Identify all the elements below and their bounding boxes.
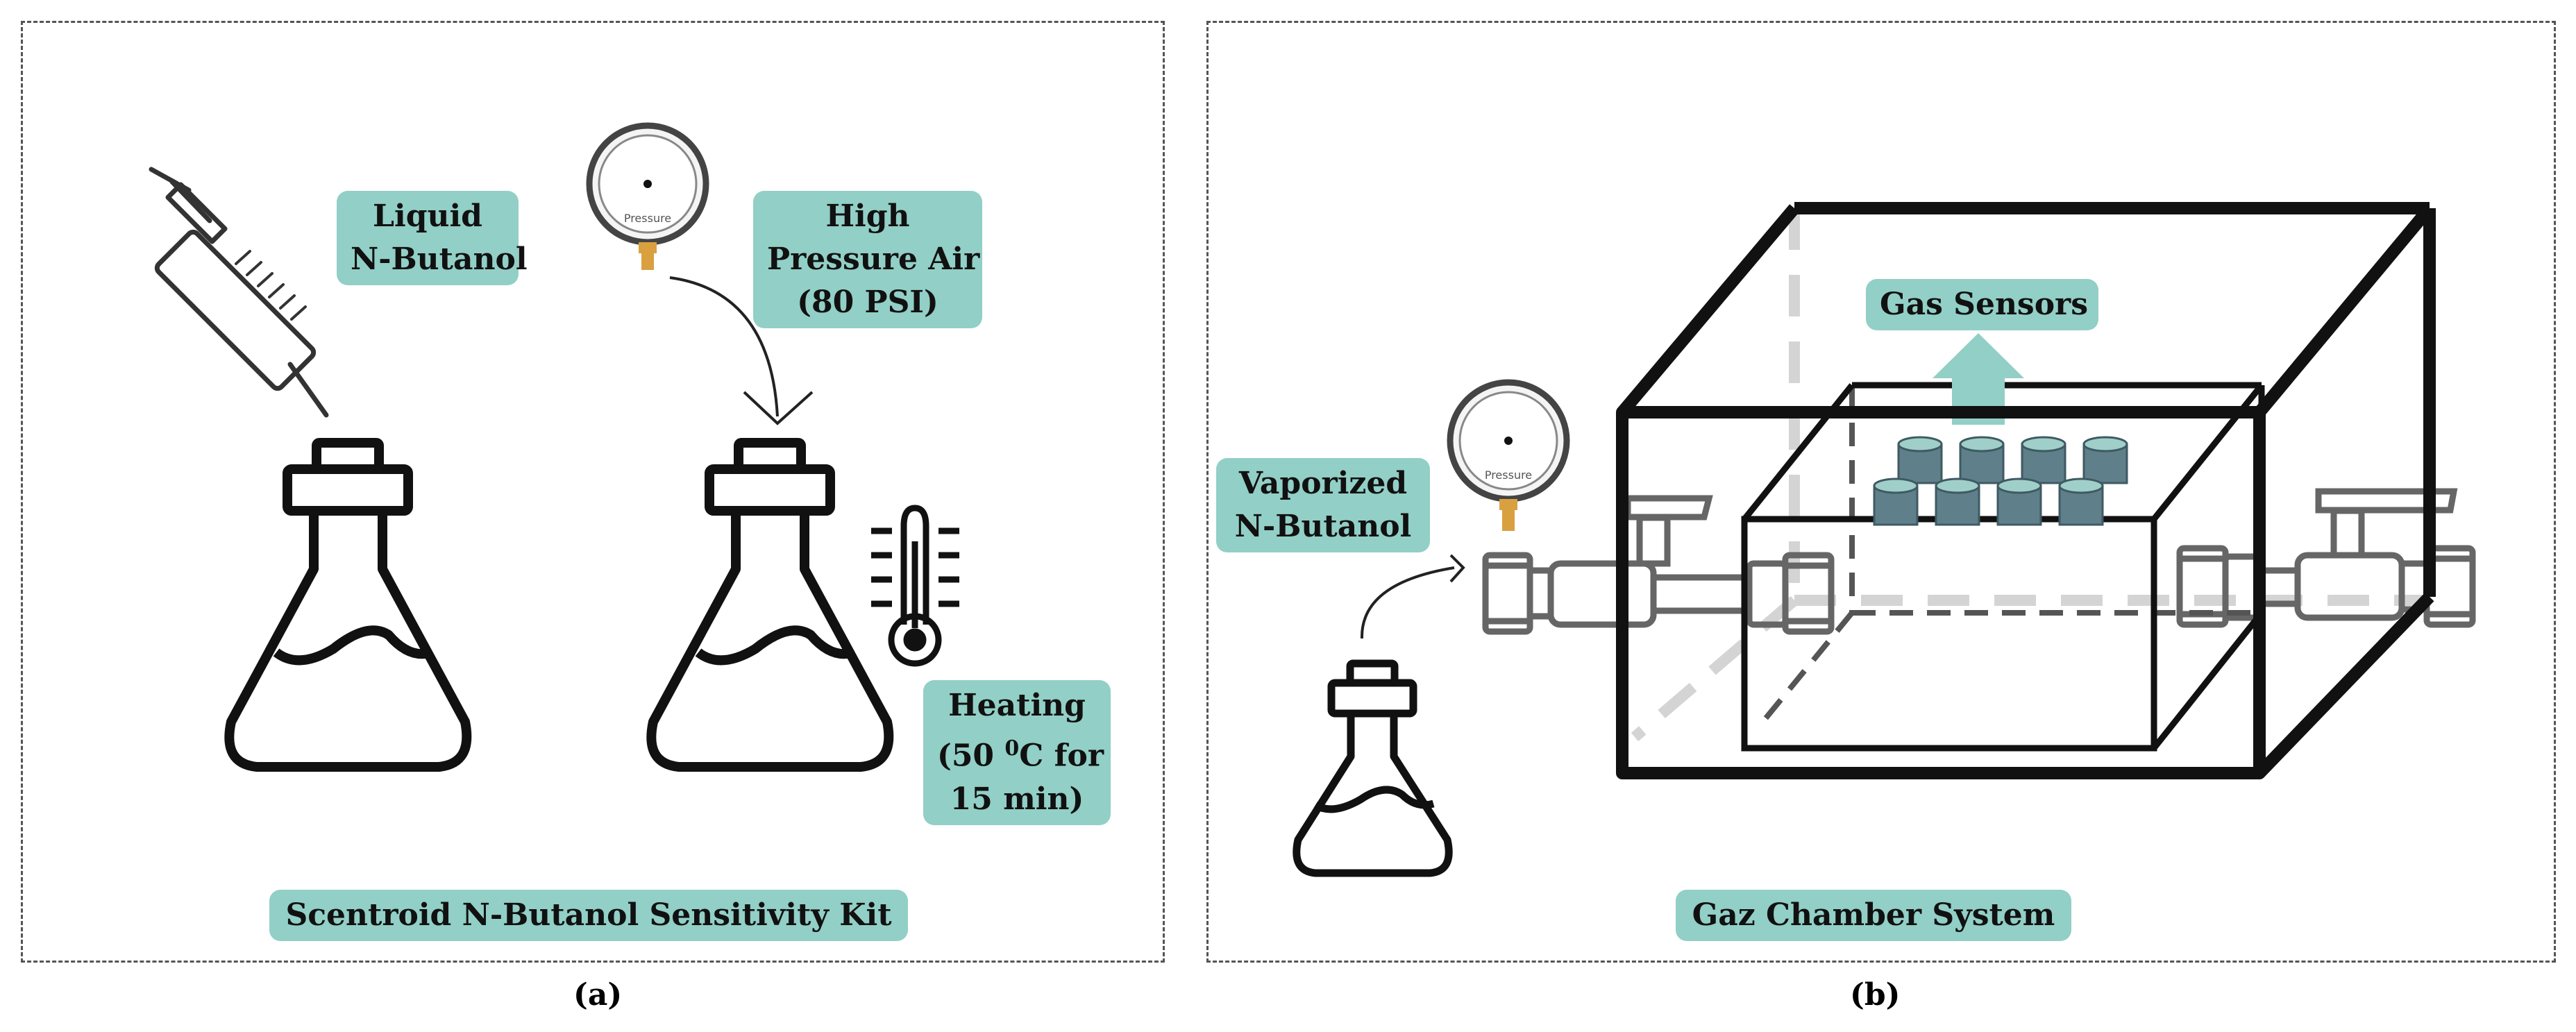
pressure-gauge-icon: Pressure (586, 122, 709, 270)
gas-sensors-label: Gas Sensors (1866, 279, 2098, 330)
label-line: Pressure Air (767, 242, 980, 277)
label-line: (80 PSI) (797, 285, 938, 320)
panel-b-caption: (b) (1850, 977, 1901, 1013)
gas-chamber-box (1616, 202, 2436, 779)
flask-icon (646, 438, 894, 772)
inner-box-hidden-edges (1756, 385, 2255, 729)
sensor-cylinder (1935, 477, 1980, 526)
syringe-icon (149, 167, 329, 418)
flow-arrow (669, 276, 779, 417)
gauge-text: Pressure (1485, 468, 1532, 482)
sensor-cylinder (1873, 477, 1919, 526)
thermometer-icon (871, 505, 959, 667)
label-line: N-Butanol (351, 242, 528, 277)
label-line: 15 min) (950, 781, 1084, 817)
gauge-text: Pressure (624, 212, 671, 225)
panel-a-title: Scentroid N-Butanol Sensitivity Kit (269, 890, 908, 941)
gas-sensors-icon (1873, 436, 2128, 526)
label-line: High (825, 198, 910, 234)
pipe-valve-right (2176, 488, 2476, 628)
sensor-cylinder (1996, 477, 2042, 526)
liquid-butanol-label: Liquid N-Butanol (337, 191, 528, 285)
label-line: Vaporized (1238, 466, 1408, 501)
flask-icon (224, 438, 472, 772)
high-pressure-air-label: High Pressure Air (80 PSI) (753, 191, 982, 328)
label-line: Heating (948, 688, 1086, 723)
up-arrow-icon (1933, 333, 2024, 425)
label-line: Liquid (373, 198, 482, 234)
flask-icon (1293, 659, 1453, 877)
arrowhead-icon (1449, 554, 1465, 583)
panel-a-frame (21, 21, 1165, 963)
panel-a-caption: (a) (573, 977, 623, 1013)
sensor-cylinder (1959, 436, 2005, 484)
degree-symbol: 0 (1004, 736, 1020, 761)
label-line: N-Butanol (1234, 509, 1412, 544)
sensor-cylinder (2082, 436, 2128, 484)
label-text: C for (1019, 738, 1104, 774)
sensor-cylinder (2058, 477, 2104, 526)
panel-b-frame (1206, 21, 2556, 963)
sensor-cylinder (2021, 436, 2066, 484)
label-line: (50 0C for (937, 727, 1104, 778)
arrowhead-icon (743, 391, 814, 425)
sensor-cylinder (1897, 436, 1943, 484)
heating-label: Heating (50 0C for 15 min) (923, 680, 1111, 825)
panel-b-title: Gaz Chamber System (1676, 890, 2071, 941)
flow-arrow (1360, 566, 1455, 639)
pressure-gauge-icon: Pressure (1447, 379, 1570, 531)
vaporized-butanol-label: Vaporized N-Butanol (1216, 458, 1430, 552)
label-text: (50 (937, 738, 1005, 774)
